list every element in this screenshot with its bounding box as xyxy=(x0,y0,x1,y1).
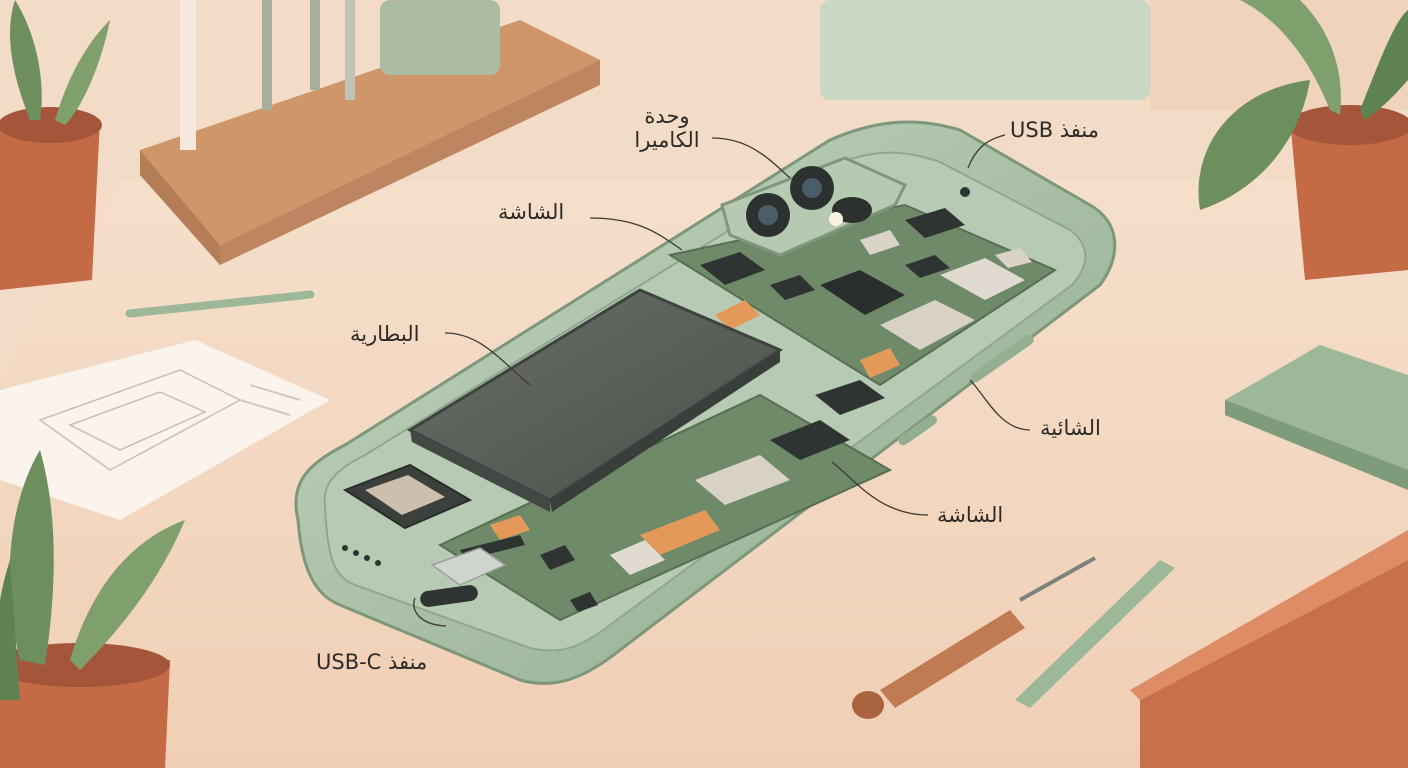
camera-module xyxy=(720,156,908,257)
label-camera-line1: وحدة xyxy=(644,104,690,128)
usbc-port-shape xyxy=(420,585,478,607)
flex-cable-top xyxy=(715,300,760,330)
screwdriver xyxy=(852,556,1096,719)
label-usb-top: منفذ USB xyxy=(1010,118,1100,142)
label-chassis: الشائية xyxy=(1040,416,1101,440)
label-usbc: منفذ USB-C xyxy=(316,650,428,674)
leader-lines xyxy=(413,134,1031,627)
window-panel xyxy=(820,0,1150,100)
label-screen-top: الشاشة xyxy=(498,200,565,224)
potted-plant-top-left xyxy=(0,0,110,290)
pry-tool xyxy=(1015,560,1175,708)
processor-chip xyxy=(820,270,905,315)
potted-plant-top-right xyxy=(1198,0,1408,280)
potted-plant-bottom-left xyxy=(0,450,185,768)
sketch-paper xyxy=(0,340,330,520)
label-screen-bottom: الشاشة xyxy=(937,503,1004,527)
label-camera-module: وحدة الكاميرا xyxy=(622,104,712,152)
label-camera-line2: الكاميرا xyxy=(634,128,700,153)
tool-stand xyxy=(140,0,600,265)
phone-body xyxy=(294,120,1117,685)
terracotta-block xyxy=(1140,560,1408,768)
flex-cable-bottom xyxy=(640,510,720,555)
label-battery: البطارية xyxy=(350,322,420,346)
green-pencil xyxy=(125,290,315,318)
